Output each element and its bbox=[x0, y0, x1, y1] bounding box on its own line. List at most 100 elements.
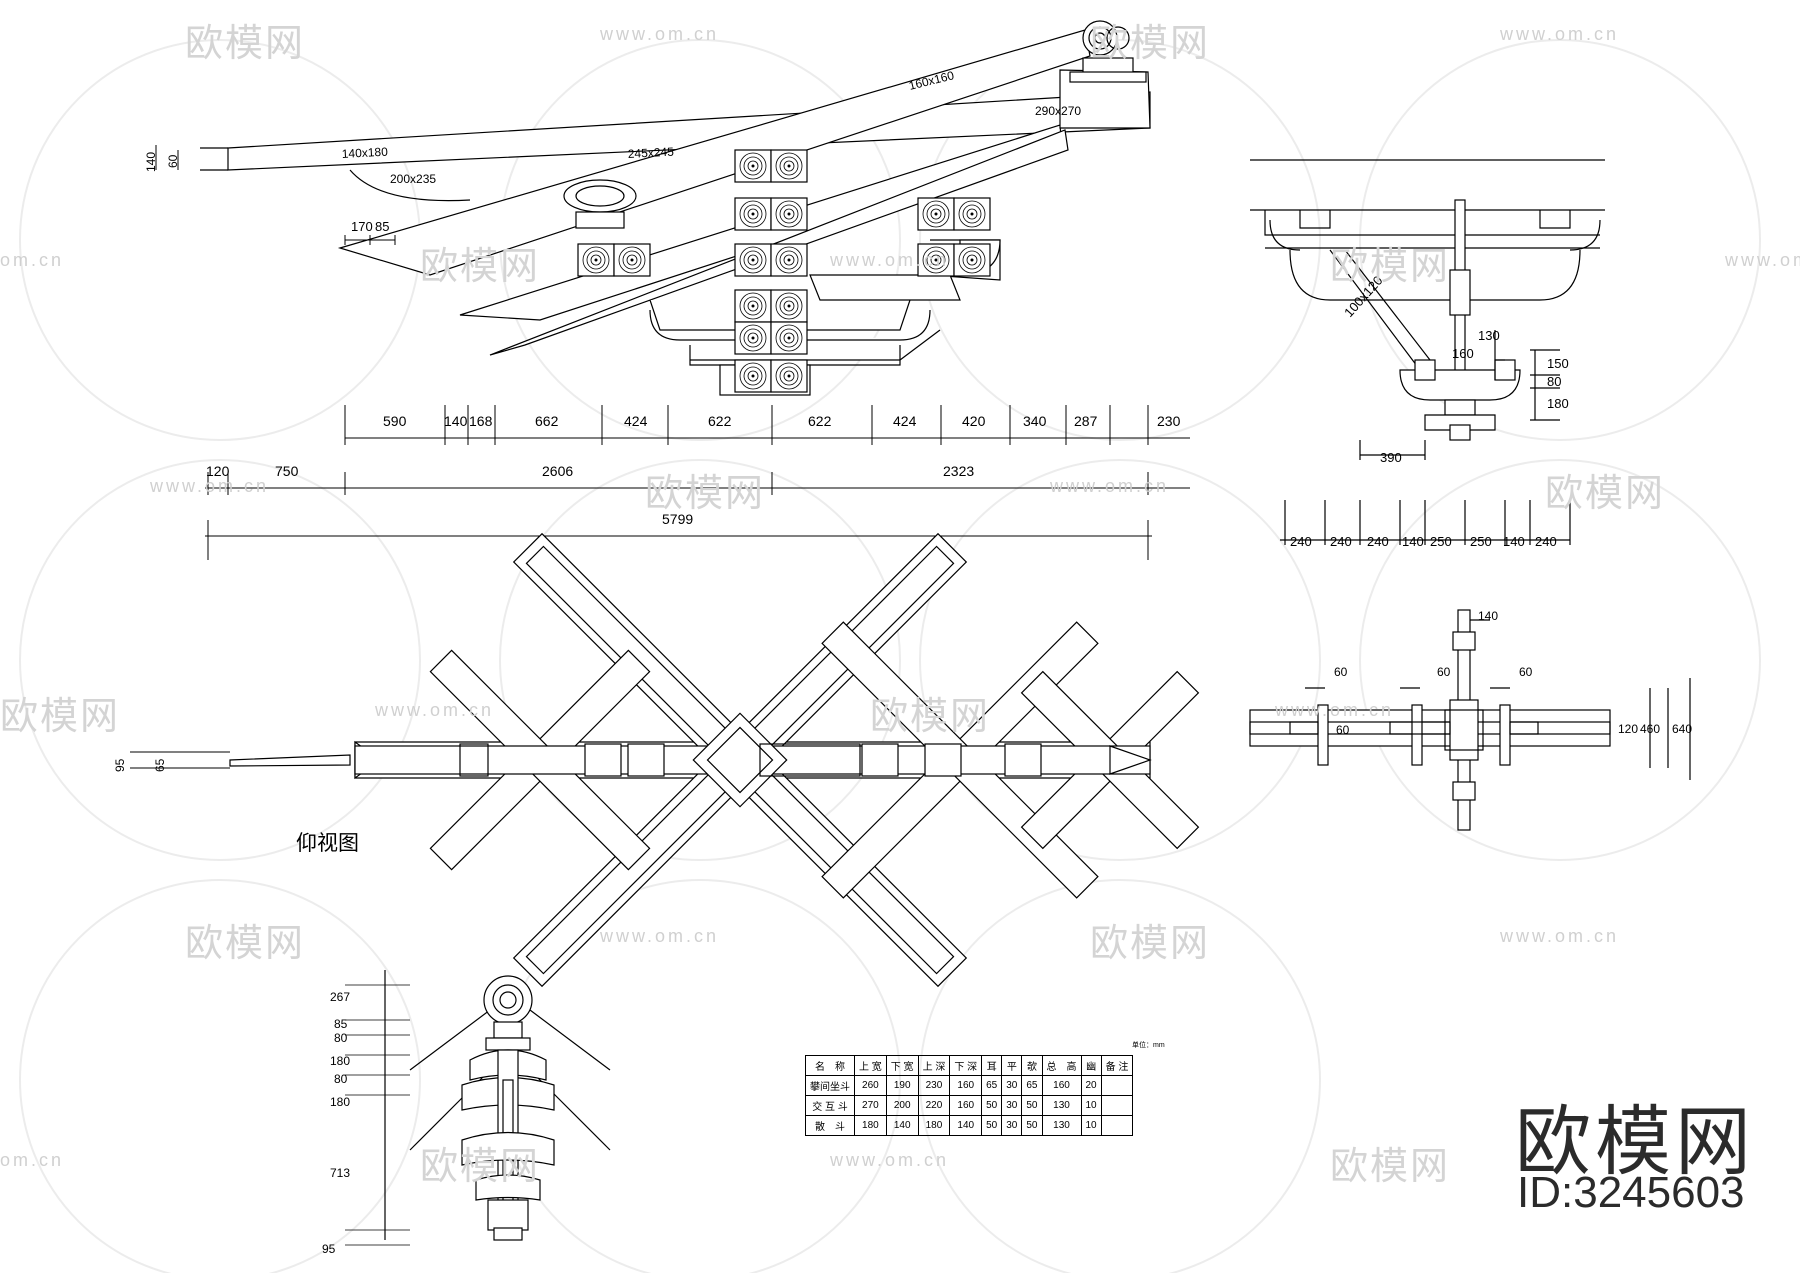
dim-label: 80 bbox=[334, 1031, 348, 1045]
watermark-brand: 欧模网 bbox=[0, 694, 121, 738]
table-cell: 140 bbox=[949, 1115, 983, 1136]
brand-logo-text: 欧模网 bbox=[1515, 1097, 1755, 1186]
watermark-brand: 欧模网 bbox=[1330, 244, 1451, 288]
plan-detail-view bbox=[1249, 609, 1691, 831]
dim-label: 713 bbox=[330, 1166, 350, 1180]
table-cell: 30 bbox=[1001, 1115, 1023, 1136]
table-cell: 160 bbox=[1041, 1075, 1082, 1096]
table-header: 耳 bbox=[981, 1055, 1003, 1076]
watermark-brand: 欧模网 bbox=[1545, 471, 1666, 515]
table-cell: 230 bbox=[917, 1075, 951, 1096]
table-cell: 攀间坐斗 bbox=[805, 1075, 855, 1096]
side-view bbox=[1250, 159, 1605, 545]
dim-label: 85 bbox=[375, 219, 389, 234]
table-header: 下 宽 bbox=[885, 1055, 919, 1076]
watermark-url: www.om.cn bbox=[1725, 250, 1800, 270]
dim-label: 240 bbox=[1330, 534, 1352, 549]
table-cell: 270 bbox=[854, 1095, 887, 1116]
watermark-brand: 欧模网 bbox=[870, 694, 991, 738]
elevation-end-dims: 140 60 170 85 bbox=[144, 145, 396, 245]
dim-label: 5799 bbox=[662, 511, 693, 527]
watermark-url: www.om.cn bbox=[830, 1150, 950, 1170]
dim-label: 180 bbox=[330, 1095, 350, 1109]
watermark-brand: 欧模网 bbox=[185, 921, 306, 965]
dim-label: 662 bbox=[535, 413, 559, 429]
dim-label: 140 bbox=[1503, 534, 1525, 549]
dim-label: 2323 bbox=[943, 463, 974, 479]
table-header: 下 深 bbox=[949, 1055, 983, 1076]
dim-label: 120 bbox=[206, 463, 230, 479]
watermark-url: www.om.cn bbox=[1275, 700, 1395, 720]
table-header: 名 称 bbox=[805, 1055, 855, 1076]
watermark-url: www.om.cn bbox=[600, 24, 720, 44]
table-cell: 30 bbox=[1001, 1095, 1023, 1116]
dim-label: 60 bbox=[1437, 665, 1451, 679]
dim-label: 340 bbox=[1023, 413, 1047, 429]
dim-label: 240 bbox=[1535, 534, 1557, 549]
table-cell: 190 bbox=[885, 1075, 919, 1096]
table-cell: 10 bbox=[1080, 1095, 1102, 1116]
dim-label: 60 bbox=[1336, 723, 1350, 737]
table-row: 攀间坐斗 260 190 230 160 65 30 65 160 20 bbox=[805, 1075, 1134, 1096]
watermark-url: www.om.cn bbox=[830, 250, 950, 270]
dim-label: 424 bbox=[893, 413, 917, 429]
watermark-url: www.om.cn bbox=[375, 700, 495, 720]
plan-dims: 95 65 bbox=[113, 751, 230, 772]
table-cell: 200 bbox=[885, 1095, 919, 1116]
table-cell: 220 bbox=[917, 1095, 951, 1116]
table-cell bbox=[1100, 1095, 1134, 1116]
brand-id: ID:3245603 bbox=[1517, 1168, 1745, 1217]
dim-label: 95 bbox=[113, 758, 127, 772]
dim-label: 60 bbox=[1519, 665, 1533, 679]
dim-label: 622 bbox=[708, 413, 732, 429]
plan-view-title: 仰视图 bbox=[296, 831, 359, 855]
watermark-url: www.om.cn bbox=[1500, 926, 1620, 946]
front-view-dims: 267 85 80 180 80 180 713 95 bbox=[322, 984, 410, 1256]
dim-label: 424 bbox=[624, 413, 648, 429]
table-cell: 10 bbox=[1080, 1115, 1102, 1136]
table-cell: 180 bbox=[917, 1115, 951, 1136]
table-cell: 260 bbox=[854, 1075, 887, 1096]
table-cell: 160 bbox=[949, 1095, 983, 1116]
dim-label: 60 bbox=[1334, 665, 1348, 679]
table-cell: 130 bbox=[1041, 1115, 1082, 1136]
dim-label: 590 bbox=[383, 413, 407, 429]
table-cell: 交 互 斗 bbox=[805, 1095, 855, 1116]
table-cell: 130 bbox=[1041, 1095, 1082, 1116]
dim-label: 140 bbox=[444, 413, 468, 429]
dim-label: 65 bbox=[153, 758, 167, 772]
table-cell: 140 bbox=[885, 1115, 919, 1136]
dim-label: 160 bbox=[1452, 346, 1474, 361]
watermark-brand: 欧模网 bbox=[1330, 1144, 1451, 1188]
dim-label: 2606 bbox=[542, 463, 573, 479]
dim-label: 170 bbox=[351, 219, 373, 234]
dim-label: 240 bbox=[1290, 534, 1312, 549]
watermark-url: www.om.cn bbox=[150, 476, 270, 496]
table-row: 散 斗 180 140 180 140 50 30 50 130 10 bbox=[805, 1115, 1134, 1136]
dim-label: 140 bbox=[1402, 534, 1424, 549]
dim-label: 85 bbox=[334, 1017, 348, 1031]
bracket-spec-table: 名 称 上 宽 下 宽 上 深 下 深 耳 平 欹 总 高 幽 备 注 攀间坐斗… bbox=[805, 1055, 1134, 1136]
table-cell: 50 bbox=[981, 1115, 1003, 1136]
watermark-brand: 欧模网 bbox=[420, 1144, 541, 1188]
dim-label: 230 bbox=[1157, 413, 1181, 429]
dim-label: 80 bbox=[334, 1072, 348, 1086]
dim-label: 120 bbox=[1618, 722, 1638, 736]
watermark-brand: 欧模网 bbox=[185, 21, 306, 65]
dim-label: 622 bbox=[808, 413, 832, 429]
watermark-url: www.om.cn bbox=[1050, 476, 1170, 496]
dim-label: 267 bbox=[330, 990, 350, 1004]
elevation-view bbox=[200, 20, 1151, 396]
table-header: 总 高 bbox=[1041, 1055, 1082, 1076]
dim-label: 60 bbox=[166, 154, 180, 168]
table-cell: 65 bbox=[1021, 1075, 1043, 1096]
table-row: 交 互 斗 270 200 220 160 50 30 50 130 10 bbox=[805, 1095, 1134, 1116]
dimension-rows bbox=[205, 405, 1190, 560]
dim-label: 180 bbox=[330, 1054, 350, 1068]
watermark-brand: 欧模网 bbox=[1090, 921, 1211, 965]
watermark-brand: 欧模网 bbox=[1090, 21, 1211, 65]
dim-label: 130 bbox=[1478, 328, 1500, 343]
table-cell: 160 bbox=[949, 1075, 983, 1096]
dim-label: 640 bbox=[1672, 722, 1692, 736]
